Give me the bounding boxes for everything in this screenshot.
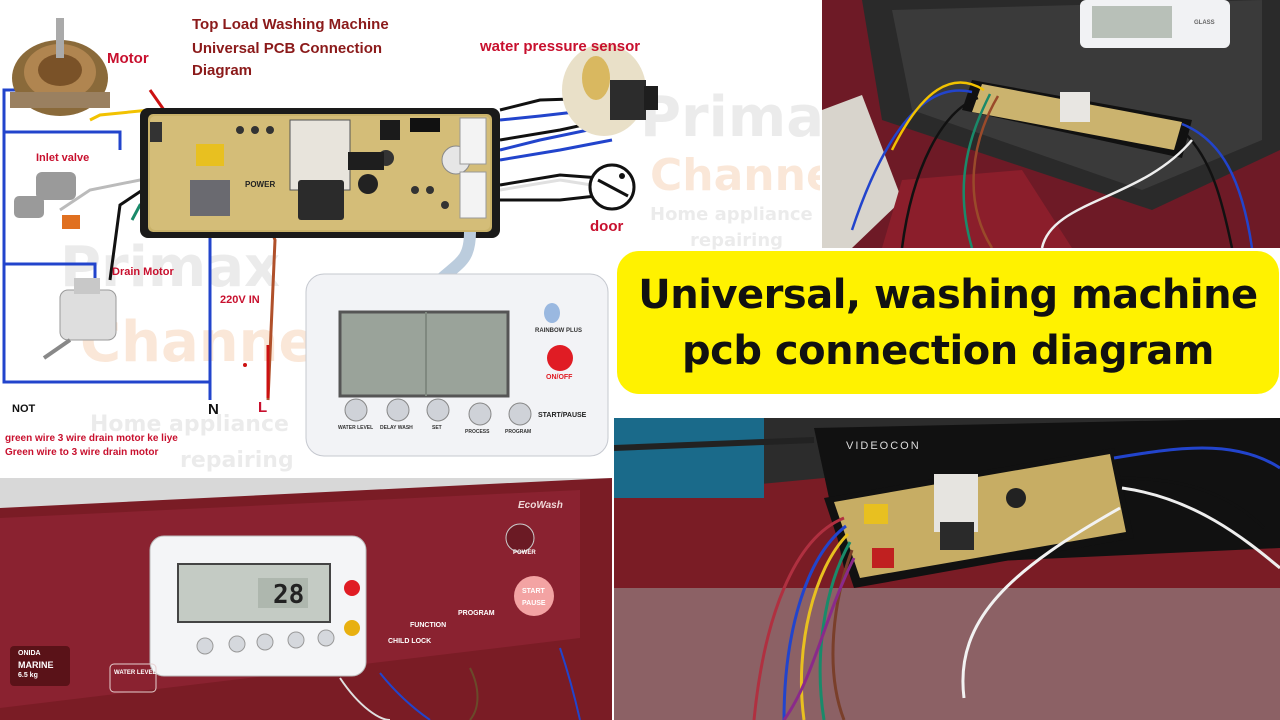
controller-start-pause-label: START/PAUSE xyxy=(538,412,587,419)
thumbnail-title-box: Universal, washing machine pcb connectio… xyxy=(617,251,1279,394)
program-label: PROGRAM xyxy=(458,610,495,617)
thumbnail-title-line1: Universal, washing machine xyxy=(638,271,1258,318)
label-water-pressure-sensor: water pressure sensor xyxy=(480,38,641,55)
wiring-diagram-panel: Primax Channel Home appliance repairing … xyxy=(0,0,820,478)
label-door: door xyxy=(590,218,624,235)
photo-wired-pcb: VIDEOCON xyxy=(614,418,1280,720)
label-drain-motor: Drain Motor xyxy=(112,266,174,278)
controller-on-off-label: ON/OFF xyxy=(546,374,573,381)
glass-label: GLASS xyxy=(1194,20,1215,26)
videocon-brand-label: VIDEOCON xyxy=(846,440,921,452)
controller-button-water-level: WATER LEVEL xyxy=(338,425,374,431)
note-line-1: green wire 3 wire drain motor ke liye xyxy=(5,433,178,444)
lcd-temperature-value: 28 xyxy=(273,580,305,610)
start-label: START xyxy=(522,588,545,595)
watermark-primax-2: Primax xyxy=(640,85,820,150)
model-brand-line2: MARINE xyxy=(18,660,54,670)
model-brand-line1: ONIDA xyxy=(18,650,41,657)
child-lock-label: CHILD LOCK xyxy=(388,638,432,645)
diagram-title-line1: Top Load Washing Machine xyxy=(192,16,389,33)
pause-label: PAUSE xyxy=(522,600,546,607)
photo-top-right-artwork xyxy=(822,0,1280,248)
watermark-home-appliance: Home appliance xyxy=(90,412,289,437)
controller-button-set: SET xyxy=(432,425,442,431)
label-motor: Motor xyxy=(107,50,149,67)
label-not: NOT xyxy=(12,403,36,415)
photo-installed-pcb-top: GLASS xyxy=(822,0,1280,248)
board-power-label: POWER xyxy=(245,180,276,189)
label-inlet-valve: Inlet valve xyxy=(36,152,90,164)
label-neutral: N xyxy=(208,401,219,418)
watermark-repairing-2: repairing xyxy=(690,230,784,251)
watermark-home-appliance-2: Home appliance xyxy=(650,204,813,225)
diagram-title-line3: Diagram xyxy=(192,62,253,79)
label-220v-in: 220V IN xyxy=(220,294,260,306)
controller-button-process: PROCESS xyxy=(465,429,490,435)
water-level-label: WATER LEVEL xyxy=(114,670,157,676)
diagram-title-line2: Universal PCB Connection xyxy=(192,40,383,57)
watermark-channel: Channel xyxy=(80,310,336,375)
watermark-channel-2: Channel xyxy=(650,150,820,201)
model-capacity: 6.5 kg xyxy=(18,672,38,679)
photo-bottom-right-artwork xyxy=(614,418,1280,720)
wiring-schematic xyxy=(2,18,658,457)
controller-brand: RAINBOW PLUS xyxy=(535,328,582,334)
watermark-repairing: repairing xyxy=(180,448,294,473)
ecowash-logo: EcoWash xyxy=(518,500,563,511)
power-label: POWER xyxy=(513,550,536,556)
controller-button-program: PROGRAM xyxy=(505,429,532,435)
function-label: FUNCTION xyxy=(410,622,447,629)
photo-bottom-left-artwork xyxy=(0,478,612,720)
thumbnail-title-line2: pcb connection diagram xyxy=(682,327,1214,374)
controller-button-delay-wash: DELAY WASH xyxy=(380,425,413,431)
label-live: L xyxy=(258,399,268,416)
photo-control-panel-display: 28 EcoWash POWER START PAUSE FUNCTION PR… xyxy=(0,478,612,720)
note-line-2: Green wire to 3 wire drain motor xyxy=(5,447,159,458)
